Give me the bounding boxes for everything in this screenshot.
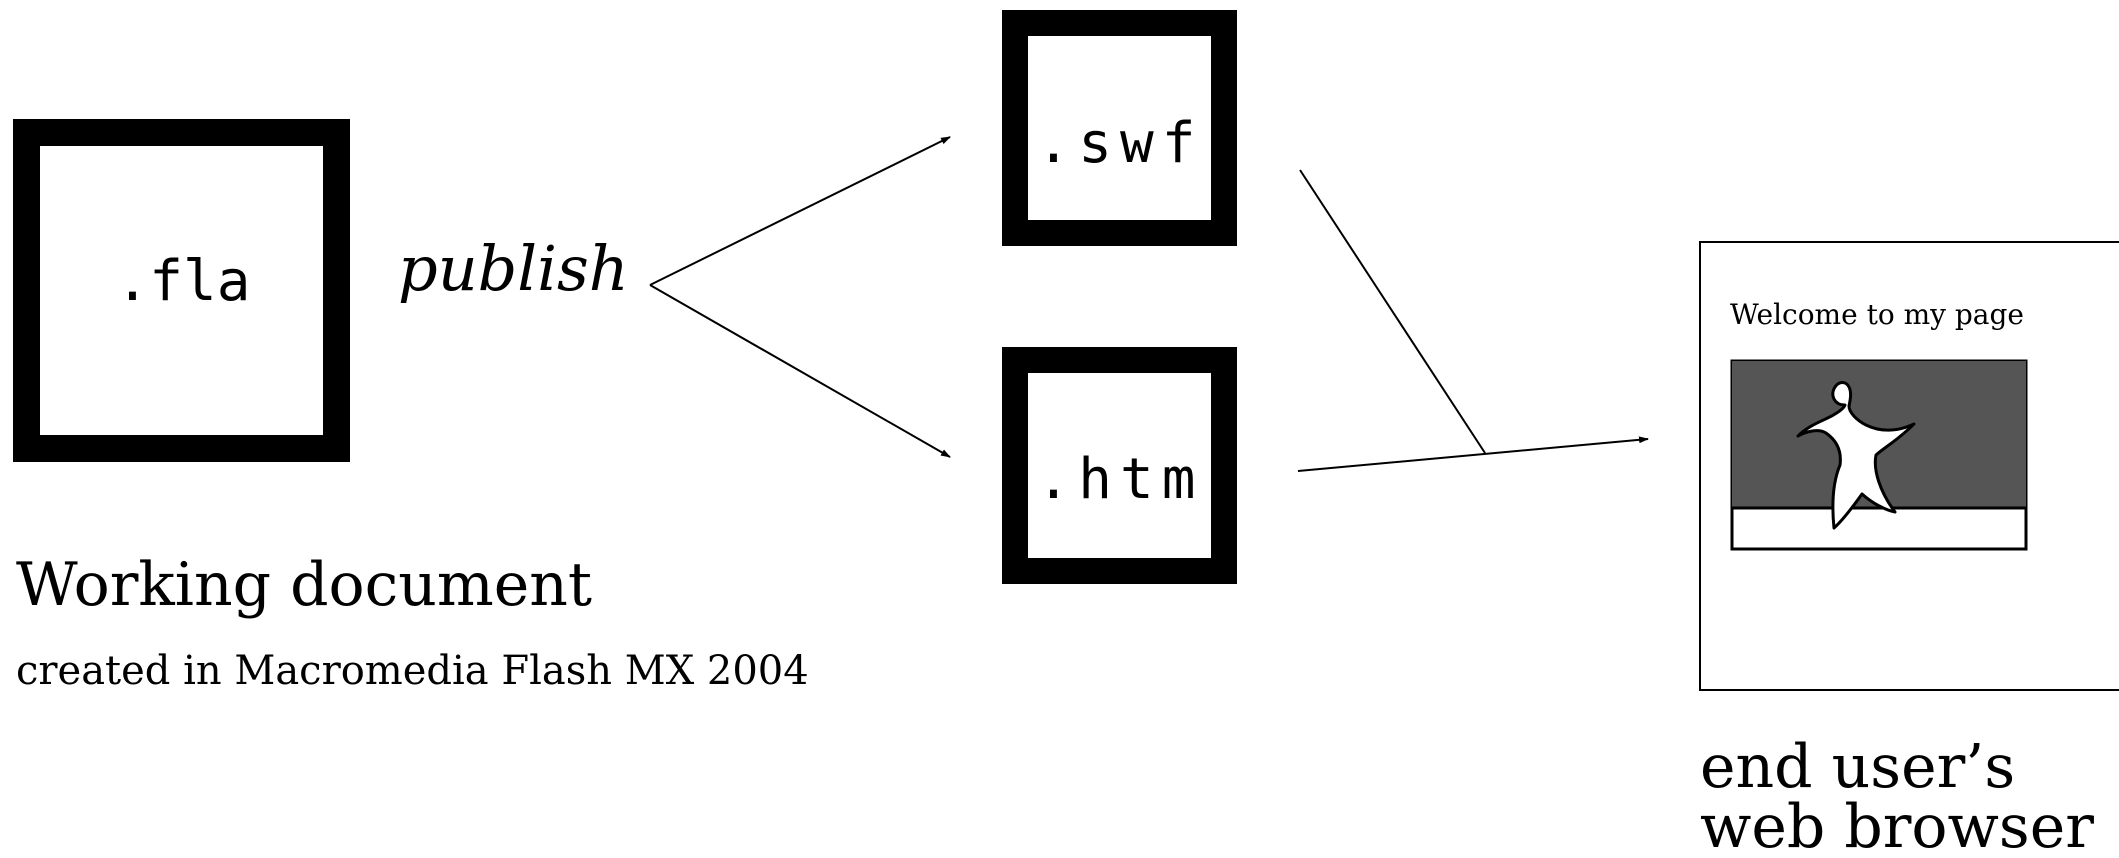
swf-file-label: .swf	[1037, 111, 1204, 176]
publish-arrows	[649, 136, 951, 458]
arrow-to-htm	[649, 284, 951, 458]
publish-label: publish	[398, 232, 629, 305]
working-document-title: Working document	[16, 550, 592, 620]
browser-arrows	[1297, 169, 1649, 472]
htm-file-box: .htm	[1002, 347, 1237, 584]
working-document-subtitle: created in Macromedia Flash MX 2004	[16, 648, 809, 694]
person-figure-icon	[1796, 381, 1916, 530]
swf-file-box: .swf	[1002, 10, 1237, 246]
htm-file-label: .htm	[1037, 447, 1204, 512]
swf-to-merge-line	[1299, 169, 1486, 454]
flash-movie-embed	[1730, 359, 2028, 551]
browser-page-heading: Welcome to my page	[1730, 298, 2024, 331]
browser-window: Welcome to my page	[1699, 241, 2119, 691]
fla-file-label: .fla	[116, 249, 251, 314]
htm-to-browser-arrow	[1297, 436, 1649, 472]
browser-caption-line1: end user’s	[1700, 732, 2015, 802]
browser-caption-line2: web browser	[1700, 792, 2094, 858]
arrow-to-swf	[649, 136, 951, 286]
fla-file-box: .fla	[13, 119, 350, 462]
